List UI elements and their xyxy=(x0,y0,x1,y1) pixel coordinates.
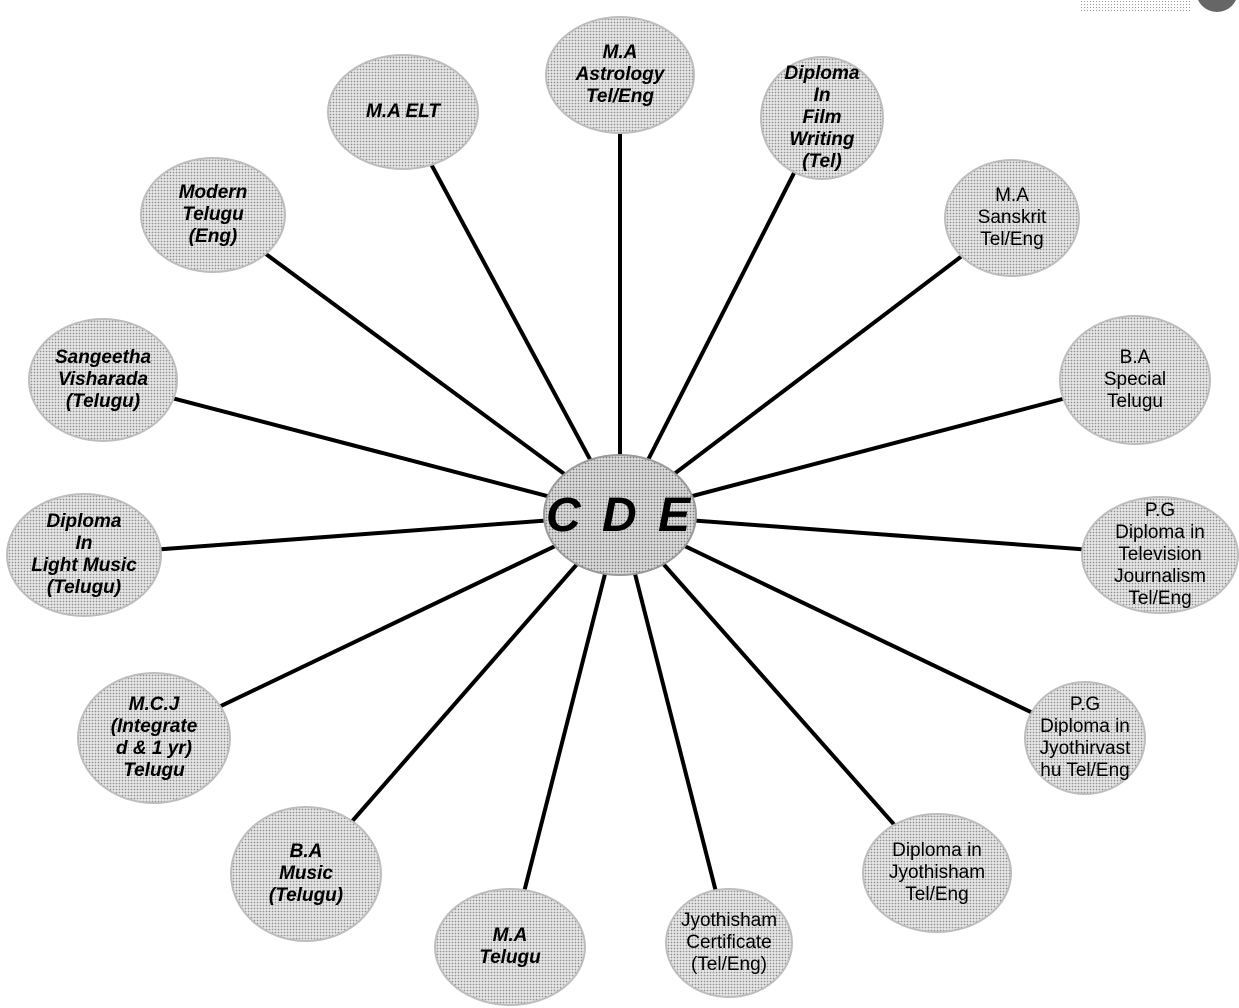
connector-diploma-light-music xyxy=(157,513,621,552)
node-label-diploma-light-music: Diploma In Light Music (Telugu) xyxy=(31,511,137,598)
node-label-diploma-film-writing: Diploma In Film Writing (Tel) xyxy=(784,63,860,172)
node-ma-elt: M.A ELT xyxy=(327,54,479,170)
connector-jyothisham-certificate xyxy=(618,514,719,894)
connector-ma-telugu xyxy=(521,514,622,894)
node-modern-telugu: Modern Telugu (Eng) xyxy=(140,157,286,273)
node-diploma-film-writing: Diploma In Film Writing (Tel) xyxy=(760,56,884,180)
node-label-pg-diploma-jyothirvasthu: P.G Diploma in Jyothirvast hu Tel/Eng xyxy=(1039,694,1131,781)
connector-pg-diploma-television-journalism xyxy=(619,513,1086,552)
node-pg-diploma-jyothirvasthu: P.G Diploma in Jyothirvast hu Tel/Eng xyxy=(1024,681,1146,795)
node-ma-sanskrit: M.A Sanskrit Tel/Eng xyxy=(944,159,1080,277)
center-node-label: C D E xyxy=(545,488,694,542)
connector-pg-diploma-jyothirvasthu xyxy=(619,513,1036,716)
connector-modern-telugu xyxy=(262,250,622,517)
node-diploma-jyothisham: Diploma in Jyothisham Tel/Eng xyxy=(862,813,1012,933)
connector-ma-sanskrit xyxy=(618,252,966,517)
node-pg-diploma-television-journalism: P.G Diploma in Television Journalism Tel… xyxy=(1081,496,1239,614)
node-ma-telugu: M.A Telugu xyxy=(434,888,586,1006)
node-label-ba-special-telugu: B.A Special Telugu xyxy=(1103,347,1167,412)
connector-ba-special-telugu xyxy=(619,396,1067,517)
node-label-ma-telugu: M.A Telugu xyxy=(479,925,541,968)
node-label-ma-astrology: M.A Astrology Tel/Eng xyxy=(575,42,665,107)
node-label-jyothisham-certificate: Jyothisham Certificate (Tel/Eng) xyxy=(680,910,778,975)
connector-ba-music-telugu xyxy=(348,513,622,825)
connector-ma-elt xyxy=(428,161,622,516)
node-ba-music-telugu: B.A Music (Telugu) xyxy=(230,806,382,942)
node-label-diploma-jyothisham: Diploma in Jyothisham Tel/Eng xyxy=(888,840,986,905)
node-label-modern-telugu: Modern Telugu (Eng) xyxy=(178,182,248,247)
node-label-ba-music-telugu: B.A Music (Telugu) xyxy=(268,841,344,906)
node-label-pg-diploma-television-journalism: P.G Diploma in Television Journalism Tel… xyxy=(1114,500,1206,609)
node-ba-special-telugu: B.A Special Telugu xyxy=(1059,315,1211,445)
node-label-ma-sanskrit: M.A Sanskrit Tel/Eng xyxy=(977,185,1047,250)
node-diploma-light-music: Diploma In Light Music (Telugu) xyxy=(6,493,162,617)
node-label-ma-elt: M.A ELT xyxy=(366,101,440,122)
node-label-mcj-telugu: M.C.J (Integrate d & 1 yr) Telugu xyxy=(110,694,198,781)
center-node-cde: C D E xyxy=(543,454,697,576)
corner-dotted-decoration xyxy=(1080,0,1192,12)
corner-logo-fragment xyxy=(1196,0,1238,12)
connector-diploma-jyothisham xyxy=(618,513,898,829)
node-label-sangeetha-visharada: Sangeetha Visharada (Telugu) xyxy=(54,347,152,412)
connector-diploma-film-writing xyxy=(618,168,798,516)
connector-sangeetha-visharada xyxy=(170,395,621,517)
node-jyothisham-certificate: Jyothisham Certificate (Tel/Eng) xyxy=(665,888,793,998)
node-sangeetha-visharada: Sangeetha Visharada (Telugu) xyxy=(28,318,178,442)
node-mcj-telugu: M.C.J (Integrate d & 1 yr) Telugu xyxy=(77,672,231,804)
node-ma-astrology: M.A Astrology Tel/Eng xyxy=(545,16,695,134)
connector-mcj-telugu xyxy=(216,513,621,710)
